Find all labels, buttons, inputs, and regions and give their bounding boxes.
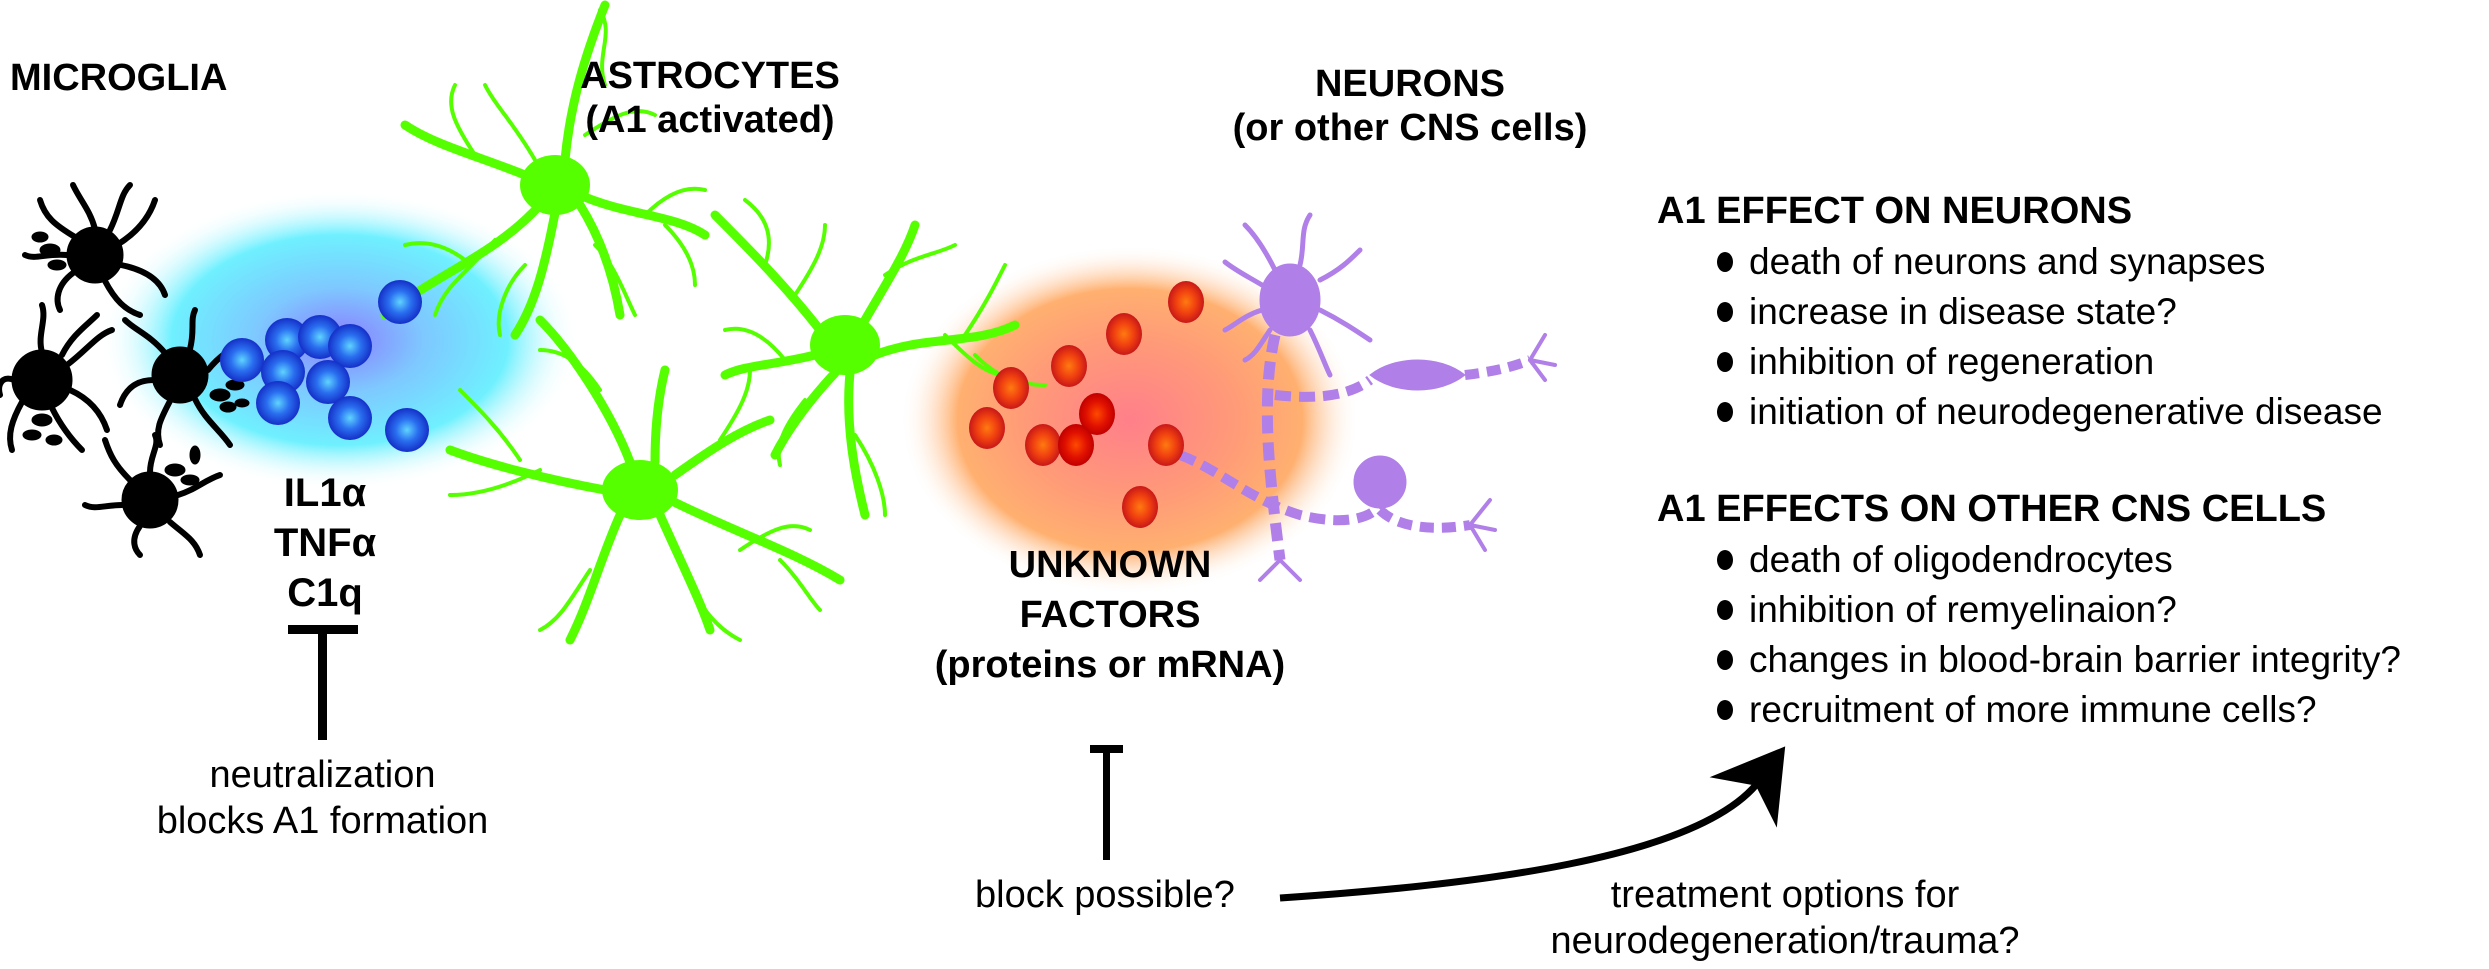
effect-item: initiation of neurodegenerative disease (1717, 387, 2383, 437)
factor-molecule (1079, 393, 1115, 435)
neutralization-line2: blocks A1 formation (156, 800, 489, 842)
neuron-cells (1178, 212, 1557, 582)
effects-neurons-list: death of neurons and synapses increase i… (1717, 237, 2383, 437)
bullet-icon (1717, 402, 1733, 422)
effect-item: inhibition of regeneration (1717, 337, 2383, 387)
cytokine-molecule (328, 396, 372, 440)
cytokine-molecule (220, 338, 264, 382)
cytokine-molecule (256, 381, 300, 425)
microglia-cell-icon (22, 182, 168, 318)
cytokine-molecule (378, 280, 422, 324)
curved-arrow-icon (1279, 746, 1786, 902)
effect-item: recruitment of more immune cells? (1717, 685, 2401, 735)
neuron-cell-icon (1274, 333, 1557, 402)
factor-glow (900, 245, 1360, 595)
effect-text: death of neurons and synapses (1749, 241, 2266, 282)
effect-text: death of oligodendrocytes (1749, 539, 2173, 580)
astrocyte-cell-icon (710, 198, 1047, 520)
effects-neurons-section: A1 EFFECT ON NEURONS death of neurons an… (1657, 190, 2383, 437)
unknown-factors-line1: UNKNOWN (1008, 544, 1212, 586)
cytokine-list: IL1α TNFα C1q (240, 468, 410, 618)
bullet-icon (1717, 600, 1733, 620)
effect-text: recruitment of more immune cells? (1749, 689, 2317, 730)
bullet-icon (1717, 352, 1733, 372)
effect-text: initiation of neurodegenerative disease (1749, 391, 2383, 432)
factor-molecule (1058, 424, 1094, 466)
effects-other-list: death of oligodendrocytes inhibition of … (1717, 535, 2401, 735)
effect-text: increase in disease state? (1749, 291, 2177, 332)
cytokine-label: C1q (287, 571, 363, 615)
neuron-cell-icon (1222, 212, 1373, 561)
bullet-icon (1717, 550, 1733, 570)
microglia-cell-icon (0, 302, 115, 453)
microglia-cell-icon (82, 432, 223, 558)
neurons-title: NEURONS (or other CNS cells) (1210, 62, 1610, 150)
neurons-title-line1: NEURONS (1314, 63, 1506, 105)
treatment-line2: neurodegeneration/trauma? (1550, 920, 2020, 962)
treatment-line1: treatment options for (1610, 874, 1960, 916)
effect-text: changes in blood-brain barrier integrity… (1749, 639, 2401, 680)
effect-text: inhibition of remyelinaion? (1749, 589, 2177, 630)
neuron-cell-icon (1178, 450, 1497, 582)
factor-molecule (1122, 486, 1158, 528)
factor-molecule (993, 367, 1029, 409)
neutralization-line1: neutralization (209, 754, 436, 796)
effect-item: death of oligodendrocytes (1717, 535, 2401, 585)
factor-molecule (1051, 345, 1087, 387)
factor-molecules (969, 281, 1204, 528)
factor-molecule (1106, 313, 1142, 355)
factor-molecule (1168, 281, 1204, 323)
effects-other-section: A1 EFFECTS ON OTHER CNS CELLS death of o… (1657, 488, 2401, 735)
factor-molecule (969, 407, 1005, 449)
neurons-title-line2: (or other CNS cells) (1232, 107, 1588, 149)
neutralization-note: neutralization blocks A1 formation (150, 752, 495, 844)
unknown-factors-line3: (proteins or mRNA) (934, 644, 1286, 686)
cytokine-molecule (306, 360, 350, 404)
block-possible-label: block possible? (975, 874, 1235, 916)
microglia-title: MICROGLIA (10, 57, 228, 99)
bullet-icon (1717, 700, 1733, 720)
unknown-factors-label: UNKNOWN FACTORS (proteins or mRNA) (920, 540, 1300, 690)
cytokine-label: TNFα (273, 521, 377, 565)
effects-other-title: A1 EFFECTS ON OTHER CNS CELLS (1657, 488, 2327, 530)
cytokine-molecule (265, 318, 309, 362)
effect-item: death of neurons and synapses (1717, 237, 2383, 287)
astrocyte-cell-icon (445, 315, 845, 645)
unknown-factors-line2: FACTORS (1019, 594, 1201, 636)
inhibition-bar-icon (288, 625, 358, 740)
cytokine-molecule (385, 408, 429, 452)
treatment-note: treatment options for neurodegeneration/… (1535, 872, 2035, 964)
factor-molecule (1148, 424, 1184, 466)
effect-item: inhibition of remyelinaion? (1717, 585, 2401, 635)
factor-molecule (1025, 424, 1061, 466)
bullet-icon (1717, 650, 1733, 670)
astrocytes-title: ASTROCYTES (A1 activated) (560, 54, 860, 142)
bullet-icon (1717, 302, 1733, 322)
astrocytes-title-line2: (A1 activated) (585, 99, 835, 141)
effect-item: changes in blood-brain barrier integrity… (1717, 635, 2401, 685)
astrocytes-title-line1: ASTROCYTES (580, 55, 840, 97)
effect-item: increase in disease state? (1717, 287, 2383, 337)
cytokine-molecule (328, 324, 372, 368)
effects-neurons-title: A1 EFFECT ON NEURONS (1657, 190, 2133, 232)
cytokine-molecules (220, 280, 429, 452)
inhibition-bar-icon (1090, 745, 1123, 860)
effect-text: inhibition of regeneration (1749, 341, 2155, 382)
cytokine-label: IL1α (283, 471, 367, 515)
bullet-icon (1717, 252, 1733, 272)
